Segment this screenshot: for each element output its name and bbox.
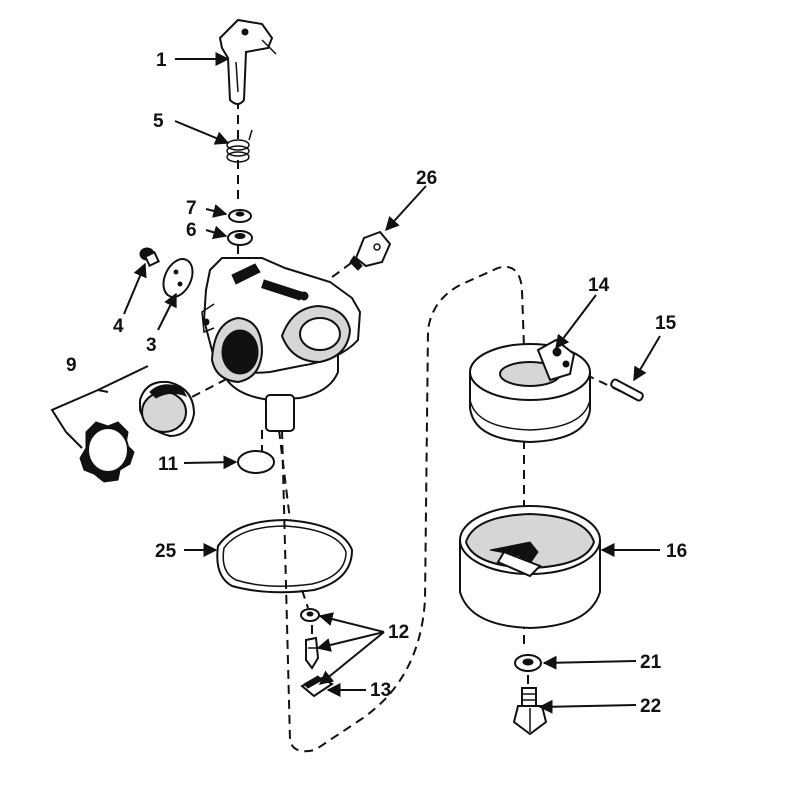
spring-part: [226, 129, 253, 163]
callout-5: 5: [153, 111, 164, 132]
callout-9: 9: [66, 355, 77, 376]
throttle-plate-part: [162, 258, 194, 298]
carburetor-body-part: [201, 257, 362, 432]
callout-15: 15: [655, 313, 677, 334]
throttle-lever-part: [218, 18, 277, 105]
retainer-part: [79, 421, 135, 483]
callout-labels: 1 5 7 6 26 4 3 9 11 25 12 13 14 15 16 21…: [66, 50, 687, 717]
callout-14: 14: [588, 275, 610, 296]
welch-plug-part: [237, 450, 275, 474]
bowl-washer-part: [514, 654, 542, 672]
leader-lines: [50, 52, 661, 714]
callout-7: 7: [186, 198, 197, 219]
callout-16: 16: [666, 541, 687, 562]
callout-11: 11: [158, 454, 179, 475]
callout-26: 26: [416, 168, 437, 189]
washer-part: [227, 230, 253, 246]
primer-bulb-part: [139, 380, 196, 438]
callout-25: 25: [155, 541, 177, 562]
callout-3: 3: [146, 335, 157, 356]
fitting-part: [349, 230, 392, 271]
callout-21: 21: [640, 652, 662, 673]
float-pin-part: [610, 378, 644, 402]
callout-4: 4: [113, 316, 124, 337]
screw-part: [139, 247, 160, 267]
gasket-ring-part: [216, 518, 354, 594]
seal-part: [228, 209, 252, 223]
callout-22: 22: [640, 696, 661, 717]
float-bowl-part: [459, 505, 601, 630]
float-part: [469, 338, 591, 444]
callout-1: 1: [156, 50, 167, 71]
callout-13: 13: [370, 680, 391, 701]
callout-6: 6: [186, 220, 197, 241]
bowl-nut-part: [512, 687, 548, 736]
callout-12: 12: [388, 622, 409, 643]
needle-valve-parts: [300, 608, 334, 698]
